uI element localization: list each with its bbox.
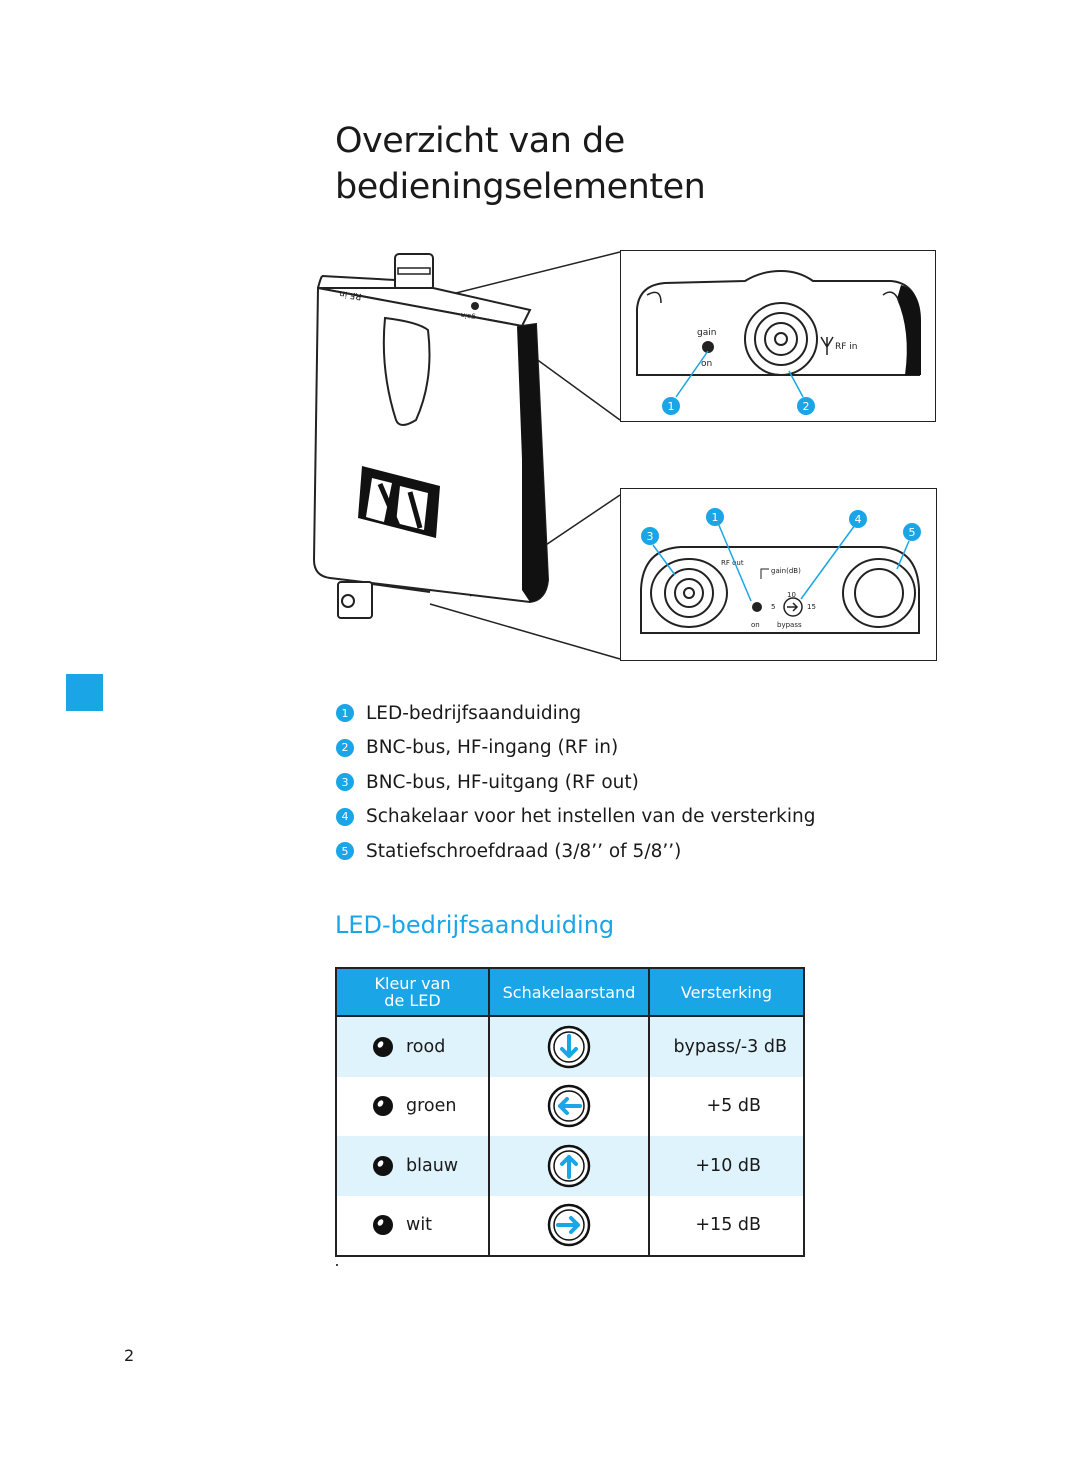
table-row: groen +5 dB: [335, 1076, 805, 1136]
table-row: blauw +10 dB: [335, 1136, 805, 1196]
arrow-up-icon: [547, 1144, 591, 1187]
detail-bottom-10-label: 10: [787, 591, 796, 599]
page-title-line-2: bedieningselementen: [335, 167, 706, 207]
detail-top-on-label: on: [701, 359, 712, 369]
feature-label: Statiefschroefdraad (3/8’’ of 5/8’’): [366, 840, 682, 862]
arrow-right-icon: [547, 1204, 591, 1247]
page-title: Overzicht van de bedieningselementen: [335, 118, 706, 210]
feature-list: 1 LED-bedrijfsaanduiding 2 BNC-bus, HF-i…: [336, 696, 815, 869]
detail-bottom-callout-1: 1: [712, 511, 719, 524]
column-header-gain: Versterking: [648, 967, 805, 1016]
feature-label: BNC-bus, HF-ingang (RF in): [366, 737, 619, 759]
number-badge-icon: 4: [336, 807, 354, 826]
number-badge-icon: 1: [336, 704, 354, 723]
led-dot-icon: [373, 1096, 393, 1117]
gain-cell: bypass/-3 dB: [648, 1015, 805, 1077]
led-icon: [752, 602, 762, 612]
led-color-label: groen: [406, 1096, 457, 1117]
sennheiser-logo-icon: [358, 466, 440, 538]
detail-top-callout-2: 2: [803, 400, 810, 413]
detail-top-panel: gain on RF in 1 2: [620, 250, 936, 422]
switch-cell: [488, 1015, 650, 1077]
device-illustration: RF in gain: [312, 253, 550, 619]
feature-item: 5 Statiefschroefdraad (3/8’’ of 5/8’’): [336, 834, 815, 869]
column-header-led-line-2: de LED: [384, 991, 441, 1010]
feature-label: LED-bedrijfsaanduiding: [366, 702, 582, 724]
antenna-icon: [820, 336, 834, 355]
detail-bottom-panel: RF out gain(dB) 10 5 15 on bypass 1 4 3 …: [620, 488, 937, 661]
table-row: rood bypass/-3 dB: [335, 1015, 805, 1077]
switch-cell: [488, 1195, 650, 1257]
number-badge-icon: 5: [336, 842, 354, 861]
feature-item: 2 BNC-bus, HF-ingang (RF in): [336, 731, 815, 766]
arrow-left-icon: [547, 1085, 591, 1128]
detail-bottom-bypass-label: bypass: [777, 621, 802, 629]
feature-item: 4 Schakelaar voor het instellen van de v…: [336, 800, 815, 835]
led-color-cell: groen: [335, 1076, 490, 1136]
switch-cell: [488, 1136, 650, 1196]
section-marker: [66, 674, 103, 711]
device-rf-in-label: RF in: [339, 288, 363, 301]
led-color-cell: blauw: [335, 1136, 490, 1196]
switch-cell: [488, 1076, 650, 1136]
led-color-label: wit: [406, 1215, 433, 1236]
detail-bottom-callout-4: 4: [855, 513, 862, 526]
page-title-line-1: Overzicht van de: [335, 121, 625, 161]
column-header-led: Kleur van de LED: [335, 967, 490, 1016]
number-badge-icon: 3: [336, 773, 354, 792]
column-header-led-line-1: Kleur van: [374, 974, 451, 993]
detail-bottom-5-label: 5: [771, 603, 775, 611]
table-row: wit +15 dB: [335, 1195, 805, 1257]
table-header-row: Kleur van de LED Schakelaarstand Verster…: [335, 967, 805, 1016]
detail-bottom-callout-3: 3: [647, 530, 654, 543]
feature-label: BNC-bus, HF-uitgang (RF out): [366, 771, 639, 793]
led-status-table: Kleur van de LED Schakelaarstand Verster…: [335, 967, 805, 1257]
led-color-label: rood: [406, 1036, 446, 1057]
divider-dot: [336, 1264, 338, 1266]
feature-item: 1 LED-bedrijfsaanduiding: [336, 696, 815, 731]
detail-bottom-gain-db-label: gain(dB): [771, 567, 801, 575]
number-badge-icon: 2: [336, 738, 354, 757]
detail-bottom-callout-5: 5: [909, 526, 916, 539]
detail-bottom-15-label: 15: [807, 603, 816, 611]
led-color-label: blauw: [406, 1155, 459, 1176]
feature-item: 3 BNC-bus, HF-uitgang (RF out): [336, 765, 815, 800]
gain-cell: +15 dB: [648, 1195, 805, 1257]
arrow-down-icon: [547, 1025, 591, 1068]
detail-bottom-on-label: on: [751, 621, 760, 629]
feature-label: Schakelaar voor het instellen van de ver…: [366, 806, 816, 828]
led-color-cell: rood: [335, 1015, 490, 1077]
gain-cell: +5 dB: [648, 1076, 805, 1136]
section-heading: LED-bedrijfsaanduiding: [335, 911, 615, 939]
led-dot-icon: [373, 1215, 393, 1236]
detail-top-gain-label: gain: [697, 328, 716, 338]
detail-top-callout-1: 1: [668, 400, 675, 413]
device-gain-label: gain: [460, 311, 476, 322]
led-color-cell: wit: [335, 1195, 490, 1257]
column-header-switch: Schakelaarstand: [488, 967, 650, 1016]
gain-cell: +10 dB: [648, 1136, 805, 1196]
detail-bottom-rf-out-label: RF out: [721, 559, 744, 567]
led-dot-icon: [373, 1036, 393, 1057]
page-number: 2: [124, 1346, 135, 1365]
detail-top-drawing: gain on RF in 1 2: [636, 269, 921, 415]
led-dot-icon: [373, 1155, 393, 1176]
detail-bottom-drawing: RF out gain(dB) 10 5 15 on bypass 1 4 3 …: [640, 508, 921, 634]
detail-top-rf-in-label: RF in: [835, 342, 858, 352]
